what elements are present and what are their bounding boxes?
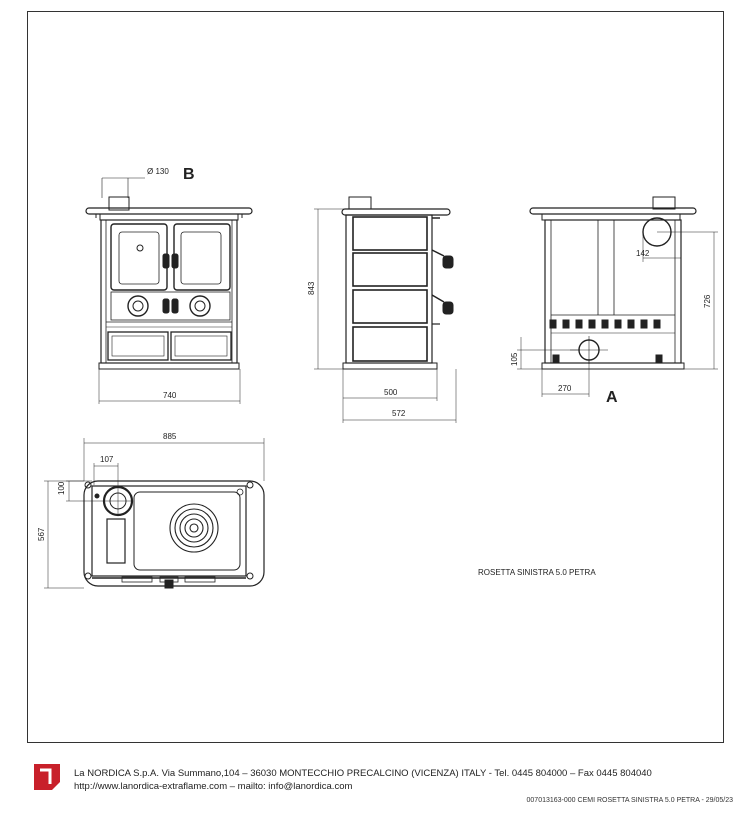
side-view: 843 500 572 bbox=[307, 196, 457, 423]
drawing-frame bbox=[27, 11, 724, 743]
side-depth-total-label: 572 bbox=[392, 409, 406, 418]
top-flue-y-label: 100 bbox=[57, 481, 66, 495]
back-view: 142 726 105 270 A bbox=[510, 196, 718, 406]
technical-drawing: Ø 130 B bbox=[37, 166, 718, 589]
front-width-label: 740 bbox=[163, 391, 177, 400]
top-flue-x-label: 107 bbox=[100, 455, 114, 464]
top-depth-label: 567 bbox=[37, 527, 46, 541]
model-name: ROSETTA SINISTRA 5.0 PETRA bbox=[478, 568, 596, 577]
top-view: 885 107 100 567 bbox=[37, 432, 265, 589]
company-info: La NORDICA S.p.A. Via Summano,104 – 3603… bbox=[74, 767, 652, 793]
back-inlet-height-label: 105 bbox=[510, 352, 519, 366]
back-flue-height-label: 726 bbox=[703, 294, 712, 308]
back-flue-offset-label: 142 bbox=[636, 249, 650, 258]
side-height-label: 843 bbox=[307, 281, 316, 295]
front-view: Ø 130 B bbox=[85, 166, 253, 404]
view-label-b: B bbox=[183, 166, 195, 183]
la-nordica-logo bbox=[34, 764, 60, 790]
flue-diameter-label: Ø 130 bbox=[147, 167, 169, 176]
side-depth-body-label: 500 bbox=[384, 388, 398, 397]
top-width-label: 885 bbox=[163, 432, 177, 441]
document-reference: 007013163-000 CEMI ROSETTA SINISTRA 5.0 … bbox=[526, 797, 733, 804]
back-inlet-offset-label: 270 bbox=[558, 384, 572, 393]
view-label-a: A bbox=[606, 389, 618, 406]
company-address: La NORDICA S.p.A. Via Summano,104 – 3603… bbox=[74, 768, 652, 779]
company-web-contact[interactable]: http://www.lanordica-extraflame.com – ma… bbox=[74, 781, 353, 792]
